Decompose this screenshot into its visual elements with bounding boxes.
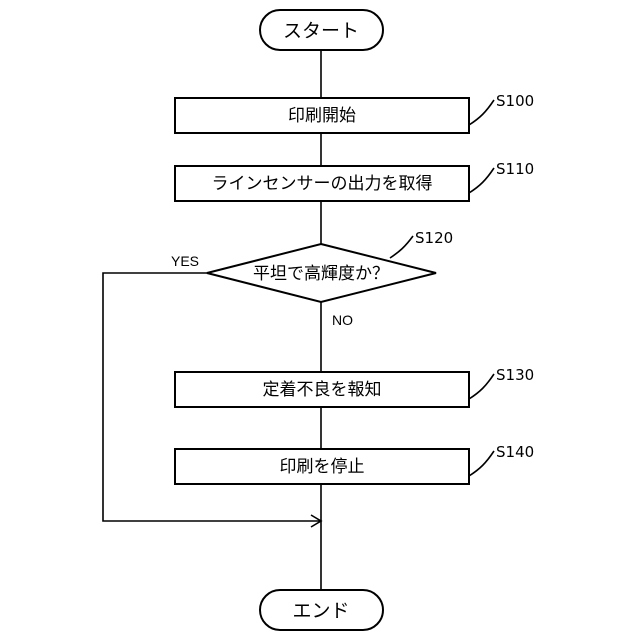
start-terminal: スタート [260, 10, 383, 50]
decision-s120: 平坦で高輝度か？ S120 [207, 229, 453, 302]
step-id: S100 [496, 92, 534, 110]
decision-leader-line [390, 236, 413, 258]
step-leader-line [469, 374, 494, 399]
step-s100: 印刷開始 S100 [175, 92, 534, 133]
step-label: 定着不良を報知 [263, 380, 382, 400]
step-label: ラインセンサーの出力を取得 [212, 174, 433, 194]
step-id: S140 [496, 443, 534, 461]
yes-label: YES [171, 253, 199, 269]
step-leader-line [469, 100, 494, 125]
step-id: S130 [496, 366, 534, 384]
step-s140: 印刷を停止 S140 [175, 443, 534, 484]
end-terminal: エンド [260, 590, 383, 630]
step-id: S110 [496, 160, 534, 178]
end-label: エンド [292, 600, 349, 622]
step-leader-line [469, 451, 494, 476]
start-label: スタート [283, 20, 359, 42]
step-leader-line [469, 168, 494, 193]
step-label: 印刷開始 [288, 106, 356, 126]
step-s110: ラインセンサーの出力を取得 S110 [175, 160, 534, 201]
decision-id: S120 [415, 229, 453, 247]
no-label: NO [332, 312, 353, 328]
step-label: 印刷を停止 [280, 457, 365, 477]
decision-label: 平坦で高輝度か？ [253, 264, 389, 284]
step-s130: 定着不良を報知 S130 [175, 366, 534, 407]
